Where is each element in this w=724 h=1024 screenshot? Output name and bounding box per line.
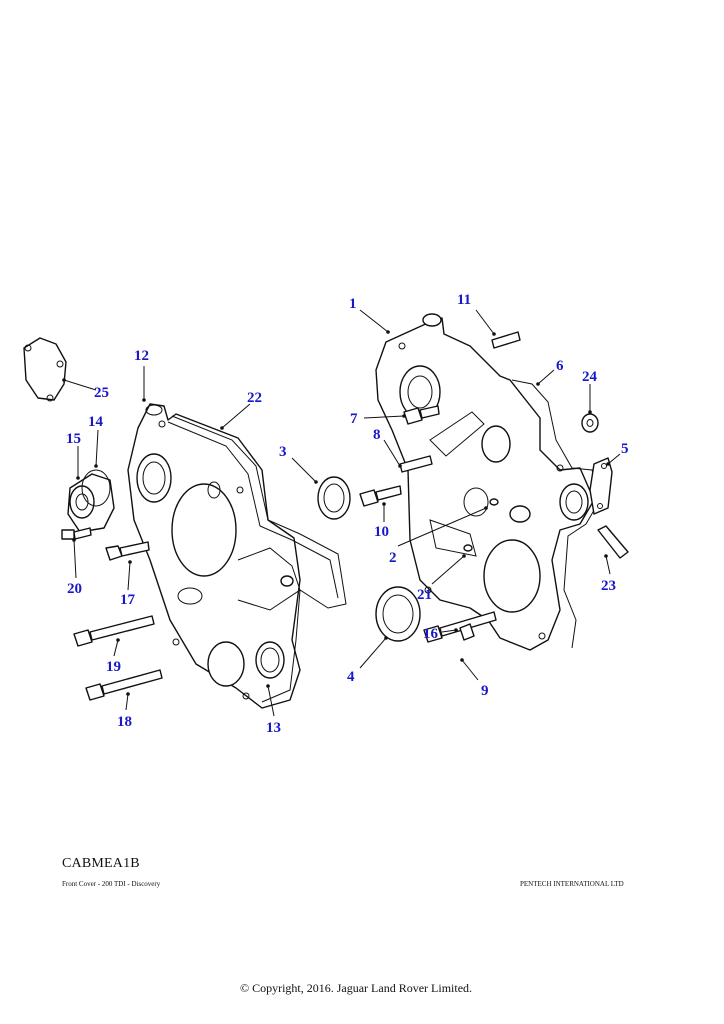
callout-19: 19 bbox=[106, 659, 121, 675]
callout-15: 15 bbox=[66, 431, 81, 447]
callout-23: 23 bbox=[601, 578, 616, 594]
part-14-15-flange bbox=[67, 469, 115, 533]
callout-17: 17 bbox=[120, 592, 136, 608]
callout-13: 13 bbox=[266, 720, 281, 736]
callout-22: 22 bbox=[247, 390, 262, 406]
stud-11 bbox=[491, 331, 521, 349]
callout-1: 1 bbox=[349, 296, 357, 312]
bolt-7 bbox=[403, 405, 440, 425]
part-24-washer bbox=[581, 413, 599, 433]
callout-14: 14 bbox=[88, 414, 104, 430]
copyright-notice: © Copyright, 2016. Jaguar Land Rover Lim… bbox=[239, 981, 473, 995]
callout-6: 6 bbox=[556, 358, 564, 374]
part-25-cover-plate bbox=[23, 337, 67, 402]
callout-10: 10 bbox=[374, 524, 389, 540]
callout-20: 20 bbox=[67, 581, 82, 597]
publisher-caption: PENTECH INTERNATIONAL LTD bbox=[520, 880, 624, 888]
dowel-2 bbox=[489, 498, 499, 506]
callout-16: 16 bbox=[423, 626, 439, 642]
stud-8 bbox=[399, 455, 433, 473]
callout-3: 3 bbox=[279, 444, 287, 460]
callout-8: 8 bbox=[373, 427, 381, 443]
callout-11: 11 bbox=[457, 292, 471, 308]
part-5-plate bbox=[589, 457, 613, 515]
diagram-reference-code: CABMEA1B bbox=[62, 856, 140, 871]
part-3-seal bbox=[317, 476, 351, 520]
callout-24: 24 bbox=[582, 369, 598, 385]
plug-16 bbox=[459, 623, 475, 641]
part-1-front-cover bbox=[375, 313, 595, 651]
stud-23 bbox=[597, 525, 629, 559]
callout-21: 21 bbox=[417, 587, 432, 603]
diagram-caption: Front Cover - 200 TDI - Discovery bbox=[62, 880, 161, 888]
bolt-18 bbox=[85, 669, 163, 701]
callout-numbers: 1 2 3 4 5 6 7 8 9 10 11 12 13 14 15 16 1… bbox=[66, 292, 629, 736]
part-12-rear-cover bbox=[127, 403, 301, 709]
bolt-17 bbox=[105, 541, 150, 561]
callout-25: 25 bbox=[94, 385, 109, 401]
callout-9: 9 bbox=[481, 683, 489, 699]
dowel-21 bbox=[463, 544, 473, 552]
callout-4: 4 bbox=[347, 669, 355, 685]
callout-5: 5 bbox=[621, 441, 629, 457]
part-22-gasket bbox=[167, 415, 347, 703]
leader-lines bbox=[62, 309, 621, 717]
bolt-19 bbox=[73, 615, 155, 647]
callout-12: 12 bbox=[134, 348, 149, 364]
bolt-10 bbox=[359, 485, 402, 507]
part-4-seal bbox=[375, 586, 421, 642]
callout-18: 18 bbox=[117, 714, 132, 730]
bolt-20 bbox=[61, 527, 92, 540]
callout-7: 7 bbox=[350, 411, 358, 427]
callout-2: 2 bbox=[389, 550, 397, 566]
